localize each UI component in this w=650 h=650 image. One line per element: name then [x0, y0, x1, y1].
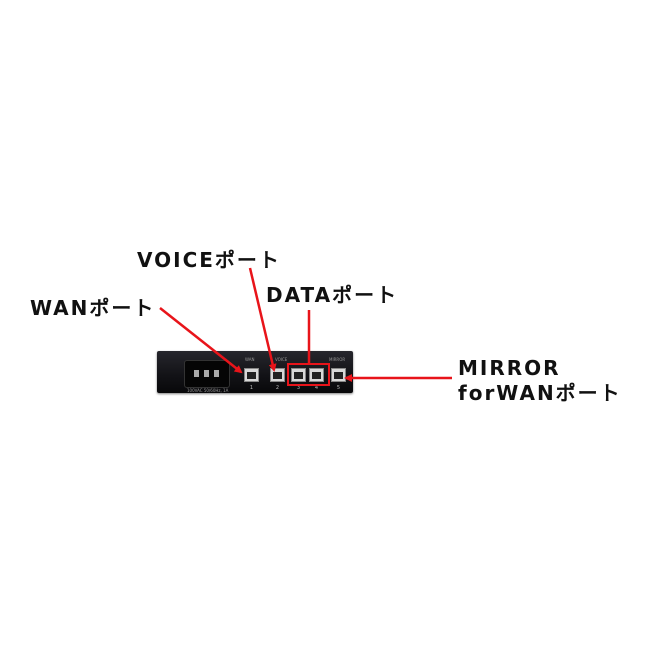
port-number: 2 [275, 385, 280, 391]
power-pin [214, 370, 219, 377]
voice-port-callout: VOICEポート [137, 248, 281, 272]
power-inlet [184, 360, 230, 388]
port-number: 5 [336, 385, 341, 391]
wan-port [244, 368, 259, 382]
mirror-callout-line1: MIRROR [458, 356, 561, 380]
voice-silk-label: VOICE [275, 357, 288, 362]
power-pin [204, 370, 209, 377]
network-device: 100VAC 50/60Hz, 1A WAN VOICE MIRROR 1 2 … [157, 351, 353, 393]
wan-port-callout: WANポート [30, 296, 156, 320]
mirror-silk-label: MIRROR [329, 357, 346, 362]
port-number: 4 [314, 385, 319, 391]
data-port [291, 368, 306, 382]
port-number: 3 [296, 385, 301, 391]
data-port-callout: DATAポート [266, 283, 399, 307]
mirror-port-callout: MIRROR forWANポート [458, 356, 622, 406]
mirror-callout-line2: forWANポート [458, 381, 622, 405]
data-port-highlight [287, 363, 330, 386]
wan-silk-label: WAN [245, 357, 255, 362]
power-rating-text: 100VAC 50/60Hz, 1A [187, 388, 229, 393]
port-number: 1 [249, 385, 254, 391]
wan-arrow [159, 307, 243, 374]
voice-arrow [248, 267, 277, 372]
data-port [309, 368, 324, 382]
power-pin [194, 370, 199, 377]
